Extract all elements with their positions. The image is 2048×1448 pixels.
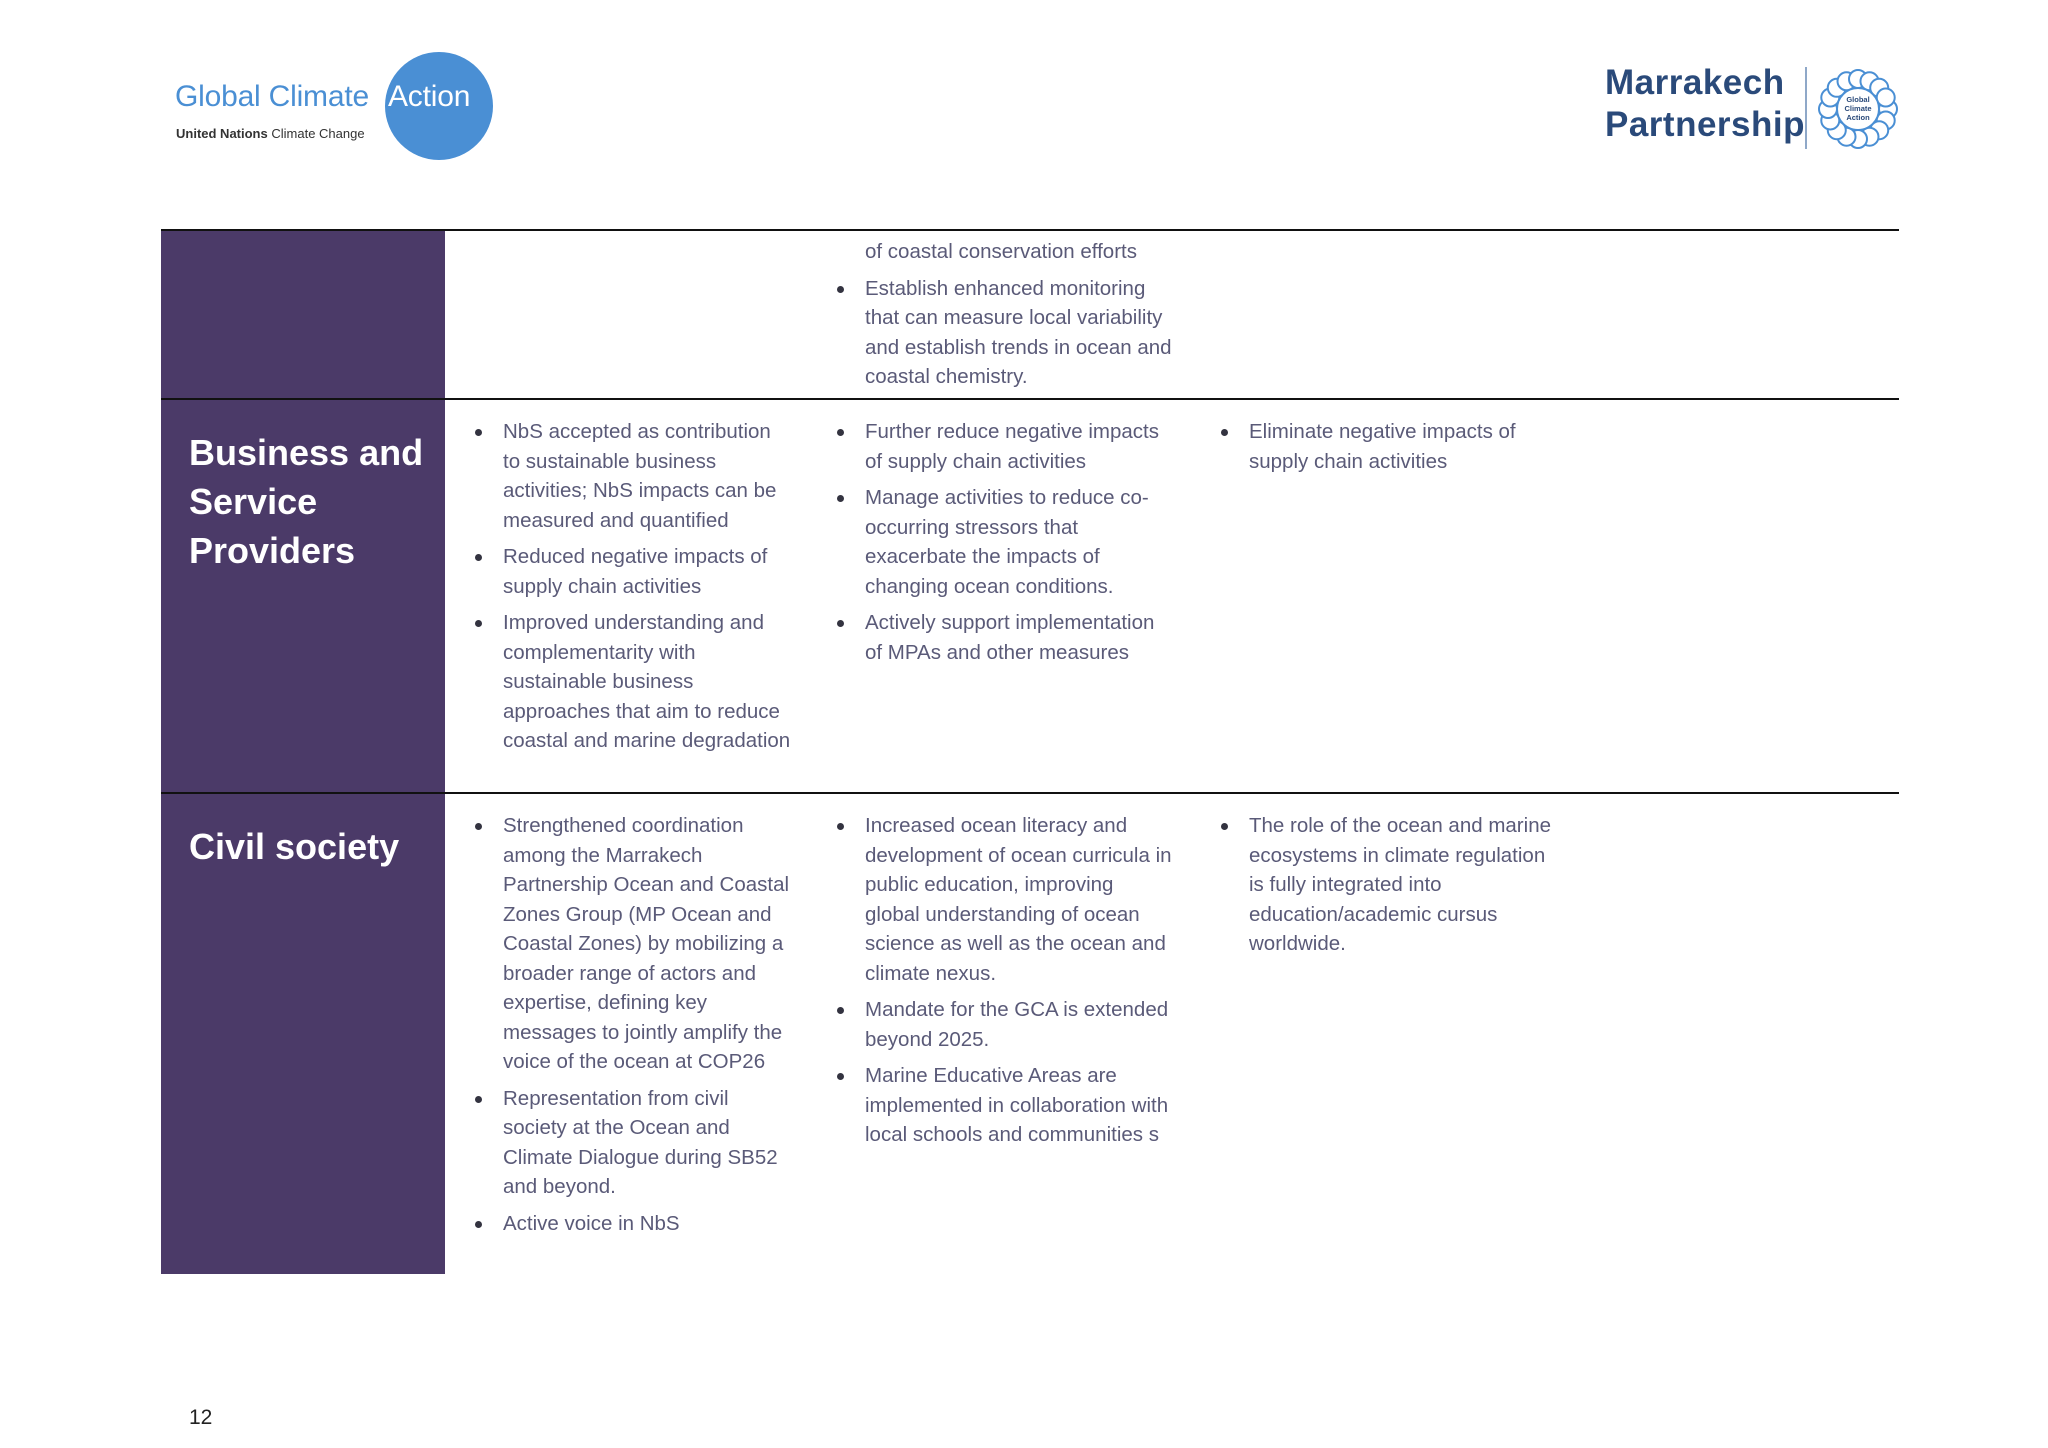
column-1-cell: Strengthened coordination among the Marr… <box>471 811 791 1245</box>
seal-text-line1: Global <box>1846 95 1869 104</box>
list-item: Marine Educative Areas are implemented i… <box>833 1061 1173 1150</box>
page-number: 12 <box>189 1406 213 1429</box>
mp-logo-divider <box>1805 67 1807 149</box>
list-item: Establish enhanced monitoring that can m… <box>833 274 1173 392</box>
bullet-list: NbS accepted as contribution to sustaina… <box>471 417 791 756</box>
outcomes-table: of coastal conservation efforts Establis… <box>161 229 1899 1274</box>
bullet-list: Strengthened coordination among the Marr… <box>471 811 791 1238</box>
list-item: Strengthened coordination among the Marr… <box>471 811 791 1077</box>
gca-logo-subtitle: United Nations Climate Change <box>176 126 365 141</box>
row-label-cell: Civil society <box>161 794 445 1274</box>
row-label-cell <box>161 231 445 398</box>
table-row: Civil society Strengthened coordination … <box>161 792 1899 1274</box>
list-item: Eliminate negative impacts of supply cha… <box>1217 417 1557 476</box>
gca-logo-subtitle-bold: United Nations <box>176 126 268 141</box>
seal-text-line3: Action <box>1846 113 1870 122</box>
mp-logo-text: Marrakech Partnership <box>1605 62 1805 146</box>
global-climate-action-seal-icon: Global Climate Action <box>1818 69 1898 149</box>
mp-logo-line1: Marrakech <box>1605 63 1785 102</box>
seal-petal <box>1875 87 1896 108</box>
mp-logo-line2: Partnership <box>1605 105 1805 144</box>
list-item: Further reduce negative impacts of suppl… <box>833 417 1173 476</box>
row-label-cell: Business and Service Providers <box>161 400 445 792</box>
column-2-cell: Increased ocean literacy and development… <box>833 811 1173 1157</box>
gca-logo-title: Global Climate <box>175 80 369 113</box>
bullet-list: The role of the ocean and marine ecosyst… <box>1217 811 1557 959</box>
table-row: Business and Service Providers NbS accep… <box>161 398 1899 792</box>
row-label-text: Business and Service Providers <box>189 432 424 571</box>
bullet-list: Increased ocean literacy and development… <box>833 811 1173 1150</box>
list-item: Improved understanding and complementari… <box>471 608 791 756</box>
marrakech-partnership-logo: Marrakech Partnership Global Climate Act… <box>1605 62 1905 162</box>
bullet-list: Eliminate negative impacts of supply cha… <box>1217 417 1557 476</box>
gca-logo-subtitle-rest: Climate Change <box>271 126 365 141</box>
list-item: Representation from civil society at the… <box>471 1084 791 1202</box>
column-1-cell: NbS accepted as contribution to sustaina… <box>471 417 791 763</box>
seal-text-line2: Climate <box>1844 104 1871 113</box>
list-item: Increased ocean literacy and development… <box>833 811 1173 988</box>
bullet-list: Establish enhanced monitoring that can m… <box>833 274 1173 392</box>
list-item: The role of the ocean and marine ecosyst… <box>1217 811 1557 959</box>
table-row: of coastal conservation efforts Establis… <box>161 229 1899 398</box>
gca-logo-action: Action <box>388 80 471 113</box>
continued-text: of coastal conservation efforts <box>865 240 1137 263</box>
column-2-cell: of coastal conservation efforts Establis… <box>833 237 1173 399</box>
column-3-cell: The role of the ocean and marine ecosyst… <box>1217 811 1557 966</box>
list-item: NbS accepted as contribution to sustaina… <box>471 417 791 535</box>
column-3-cell: Eliminate negative impacts of supply cha… <box>1217 417 1557 483</box>
list-item: Active voice in NbS <box>471 1209 791 1239</box>
gca-logo-circle <box>385 52 493 160</box>
column-2-cell: Further reduce negative impacts of suppl… <box>833 417 1173 674</box>
list-item: Manage activities to reduce co-occurring… <box>833 483 1173 601</box>
bullet-list: Further reduce negative impacts of suppl… <box>833 417 1173 667</box>
list-item: Reduced negative impacts of supply chain… <box>471 542 791 601</box>
list-item: Actively support implementation of MPAs … <box>833 608 1173 667</box>
global-climate-action-logo: Global Climate Action United Nations Cli… <box>175 50 505 160</box>
list-item: Mandate for the GCA is extended beyond 2… <box>833 995 1173 1054</box>
row-label-text: Civil society <box>189 826 400 867</box>
